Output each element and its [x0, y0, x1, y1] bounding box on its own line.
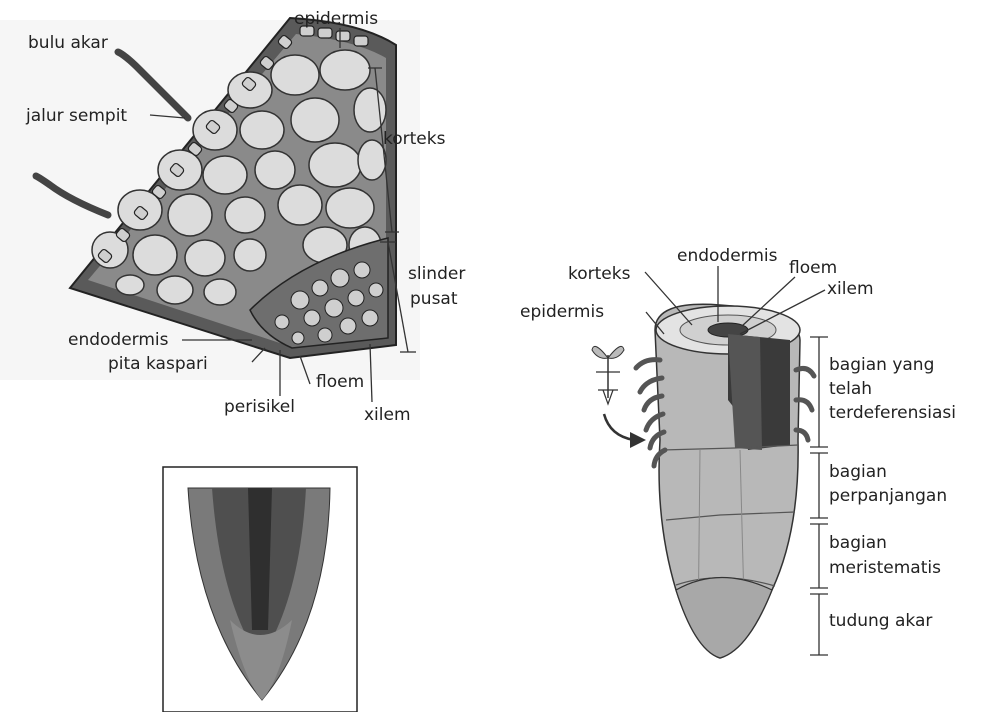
label-endodermis-left: endodermis — [68, 330, 169, 350]
label-xilem-left: xilem — [364, 405, 411, 425]
label-slinder-2: pusat — [410, 289, 458, 309]
label-zone1-line1: bagian yang — [829, 355, 934, 375]
label-floem-left: floem — [316, 372, 364, 392]
label-korteks-right: korteks — [568, 264, 631, 284]
label-zone4: tudung akar — [829, 611, 932, 631]
seedling-icon — [592, 346, 624, 404]
label-zone3-line1: bagian — [829, 533, 887, 553]
label-zone1-line3: terdeferensiasi — [829, 403, 956, 423]
label-endodermis-right: endodermis — [677, 246, 778, 266]
label-zone3-line2: meristematis — [829, 558, 941, 578]
label-zone1-line2: telah — [829, 379, 872, 399]
label-floem-right: floem — [789, 258, 837, 278]
label-korteks: korteks — [383, 129, 446, 149]
root-tip-micrograph — [163, 467, 357, 712]
label-epidermis-right: epidermis — [520, 302, 604, 322]
label-zone2-line1: bagian — [829, 462, 887, 482]
root-cross-section — [0, 18, 420, 380]
curved-arrow-icon — [604, 414, 634, 440]
label-slinder-1: slinder — [408, 264, 465, 284]
label-pita-kaspari: pita kaspari — [108, 354, 208, 374]
label-epidermis: epidermis — [294, 9, 378, 29]
label-xilem-right: xilem — [827, 279, 874, 299]
label-jalur-sempit: jalur sempit — [25, 106, 127, 126]
label-zone2-line2: perpanjangan — [829, 486, 947, 506]
label-bulu-akar: bulu akar — [28, 33, 108, 53]
root-tip-3d — [592, 304, 814, 658]
label-perisikel: perisikel — [224, 397, 295, 417]
